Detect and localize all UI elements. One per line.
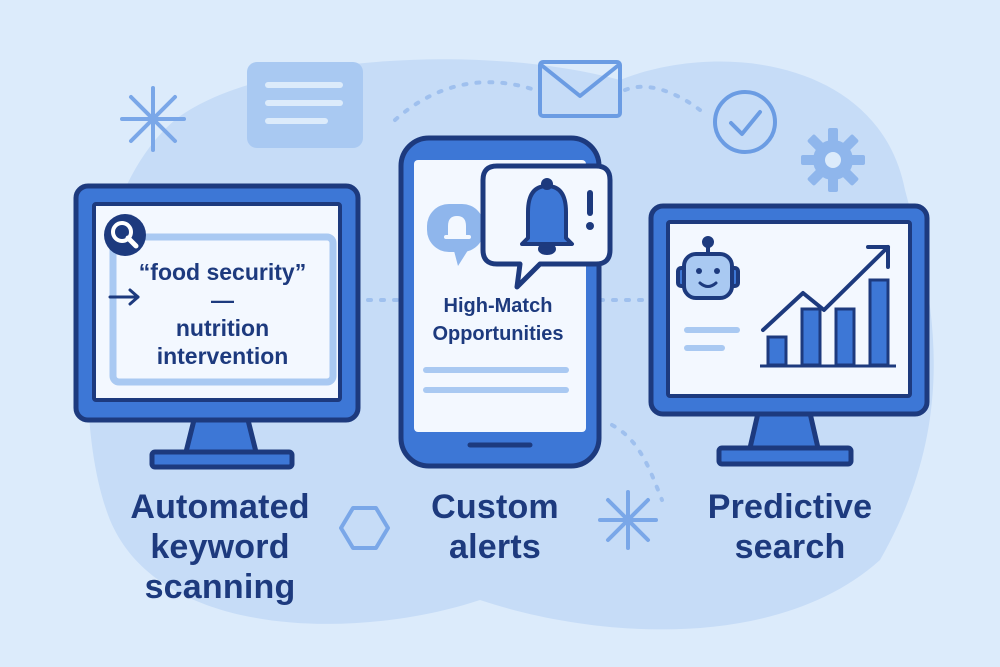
notification-line-2: Opportunities bbox=[432, 323, 564, 345]
envelope-icon bbox=[538, 60, 622, 118]
robot-icon bbox=[676, 236, 740, 300]
notification-text: High-Match Opportunities bbox=[413, 292, 583, 348]
exclamation-icon bbox=[586, 190, 594, 230]
caption-predictive-search-line-2: search bbox=[734, 528, 846, 566]
search-icon bbox=[104, 214, 146, 256]
caption-predictive-search: Predictive search bbox=[685, 487, 895, 567]
caption-custom-alerts-line-2: alerts bbox=[449, 528, 541, 566]
caption-keyword-scanning: Automated keyword scanning bbox=[95, 487, 345, 607]
check-circle-icon bbox=[713, 90, 777, 154]
dotted-connectors bbox=[353, 80, 702, 502]
search-query-line-2: nutrition bbox=[175, 315, 270, 341]
gear-icon bbox=[801, 128, 865, 192]
document-icon bbox=[247, 62, 363, 148]
caption-custom-alerts: Custom alerts bbox=[395, 487, 595, 567]
trend-arrow-icon bbox=[761, 245, 890, 332]
bell-icon bbox=[520, 178, 574, 255]
caption-keyword-scanning-line-1: Automated bbox=[130, 488, 310, 526]
hexagon-icon bbox=[339, 506, 390, 550]
sparkle-icon bbox=[120, 86, 186, 152]
caption-keyword-scanning-line-2: keyword bbox=[150, 528, 290, 566]
arrow-right-icon bbox=[108, 288, 140, 306]
sparkle-icon-bottom bbox=[598, 490, 658, 550]
caption-keyword-scanning-line-3: scanning bbox=[144, 568, 296, 606]
bar-chart-icon bbox=[760, 278, 896, 368]
left-monitor bbox=[73, 183, 361, 470]
search-query-line-1: “food security” bbox=[138, 259, 307, 285]
chat-bubble-icon bbox=[427, 204, 484, 266]
caption-predictive-search-line-1: Predictive bbox=[707, 488, 873, 526]
caption-custom-alerts-line-1: Custom bbox=[431, 488, 559, 526]
notification-line-1: High-Match bbox=[443, 295, 553, 317]
search-query-line-3: intervention bbox=[156, 343, 289, 369]
search-query-separator: — bbox=[211, 287, 234, 313]
search-query: “food security” — nutrition intervention bbox=[120, 258, 325, 370]
